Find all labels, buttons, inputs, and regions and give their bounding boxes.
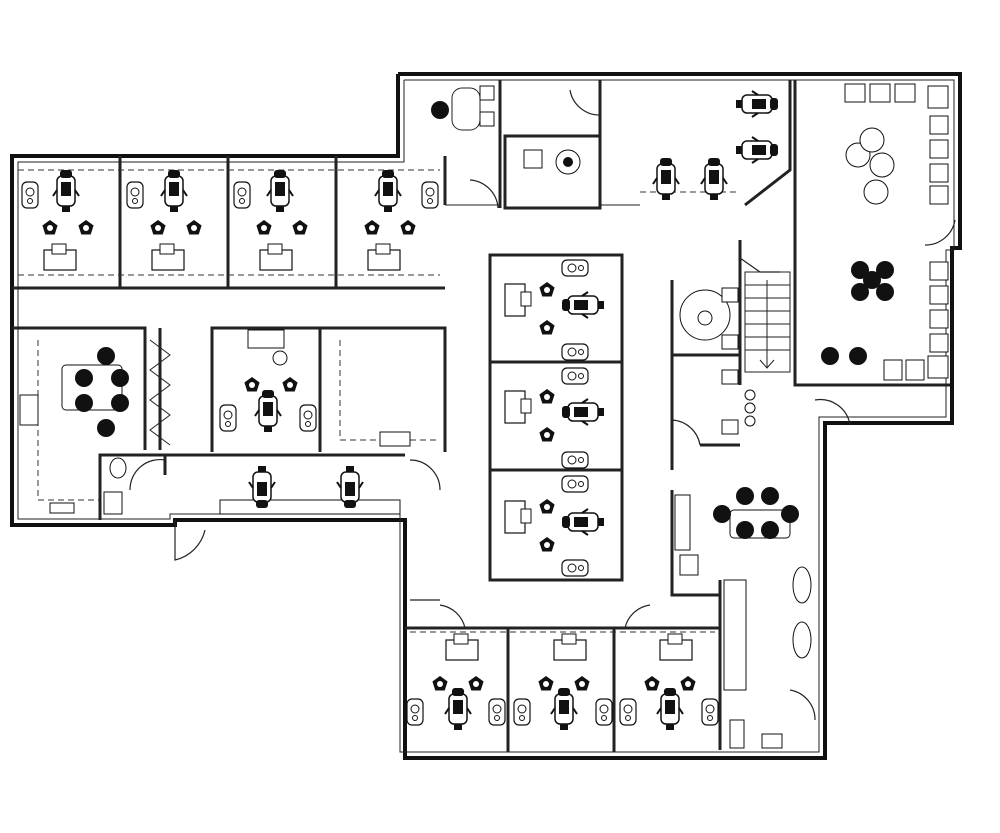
closet-zigzag <box>149 328 171 450</box>
operatory-bottom-1 <box>406 633 506 731</box>
sterilization <box>503 134 602 210</box>
conference-room <box>12 326 147 514</box>
operatory-top-2 <box>126 169 202 271</box>
operatory-top-3 <box>233 169 308 271</box>
corridor-doors <box>445 179 780 273</box>
staff-lounge <box>569 80 792 207</box>
restroom-east <box>670 280 756 470</box>
operatory-top-4 <box>364 169 439 271</box>
operatory-bottom-3 <box>619 633 719 731</box>
operatory-center-2 <box>504 367 605 469</box>
top-operatory-row <box>12 156 447 290</box>
operatory-middle <box>210 326 322 452</box>
break-room <box>670 398 851 750</box>
exterior-wall-inner <box>17 79 955 753</box>
center-operatory-block <box>488 253 624 582</box>
operatory-top-1 <box>21 169 94 271</box>
front-desk <box>165 453 441 561</box>
exterior-wall <box>10 72 962 760</box>
top-storage <box>431 80 502 208</box>
operatory-center-1 <box>504 259 605 361</box>
operatory-center-3 <box>504 475 605 577</box>
stair <box>738 240 791 385</box>
restroom-west <box>98 453 167 520</box>
operatory-bottom-2 <box>513 633 613 731</box>
bottom-operatory-row <box>405 599 720 752</box>
waiting-room <box>793 80 956 387</box>
lab <box>320 326 447 452</box>
